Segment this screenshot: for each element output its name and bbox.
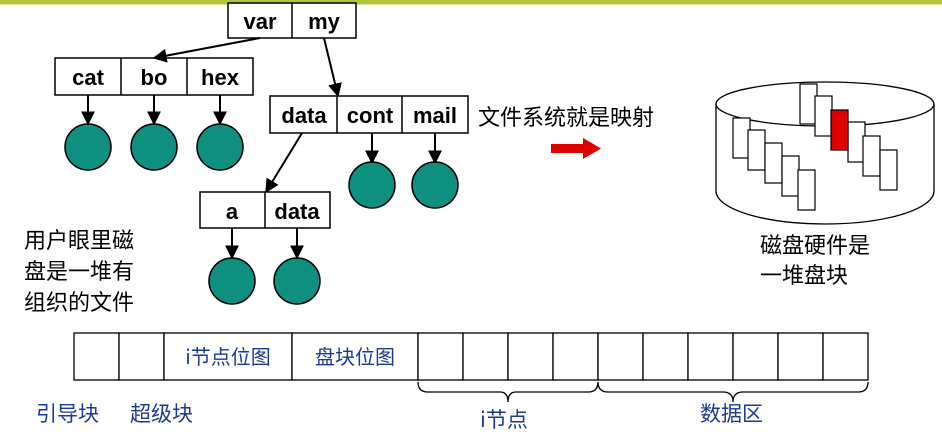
data-entry-data: data xyxy=(274,199,320,224)
mapping-caption: 文件系统就是映射 xyxy=(478,106,655,131)
file-circle-a xyxy=(208,257,256,305)
data-area-label: 数据区 xyxy=(700,402,763,426)
my-entry-data: data xyxy=(281,103,327,128)
tree-arrows xyxy=(81,37,442,260)
file-circle-cat xyxy=(64,123,112,171)
data-directory-node: a data xyxy=(199,191,331,229)
my-entry-mail: mail xyxy=(413,103,457,128)
inode-brace xyxy=(417,381,599,403)
super-block-label: 超级块 xyxy=(130,402,193,426)
data-area-brace xyxy=(597,381,869,403)
disk-cylinder-icon xyxy=(715,81,935,225)
disk-layout-strip: i节点位图 盘块位图 xyxy=(73,332,869,381)
inode-bitmap-label: i节点位图 xyxy=(185,345,271,369)
var-directory-node: cat bo hex xyxy=(54,57,254,96)
boot-block-label: 引导块 xyxy=(36,402,99,426)
strip-cell-boot xyxy=(73,332,120,381)
var-entry-hex: hex xyxy=(201,65,240,90)
file-circle-data xyxy=(273,257,321,305)
top-accent-bar xyxy=(0,0,942,4)
var-entry-cat: cat xyxy=(72,65,104,90)
user-view-caption-line-2: 盘是一堆有 xyxy=(24,260,135,285)
my-entry-cont: cont xyxy=(347,103,394,128)
user-view-caption-line-3: 组织的文件 xyxy=(24,291,135,316)
strip-cell-inode-bitmap xyxy=(163,332,293,381)
var-entry-bo: bo xyxy=(141,65,168,90)
root-entry-my: my xyxy=(308,9,341,34)
inode-area-label: i节点 xyxy=(480,408,528,432)
my-directory-node: data cont mail xyxy=(269,95,469,134)
strip-cell-super xyxy=(118,332,165,381)
file-circle-mail xyxy=(411,161,459,209)
user-view-caption-line-1: 用户眼里磁 xyxy=(24,229,135,254)
disk-caption-line-1: 磁盘硬件是 xyxy=(760,234,871,259)
strip-cell-block-bitmap xyxy=(291,332,419,381)
top-accent-line xyxy=(0,4,942,5)
file-circles xyxy=(64,123,459,305)
data-entry-a: a xyxy=(226,199,239,224)
disk-blocks xyxy=(732,83,898,211)
block-bitmap-label: 盘块位图 xyxy=(315,345,395,369)
root-entry-var: var xyxy=(243,9,276,34)
disk-caption-line-2: 一堆盘块 xyxy=(760,264,849,289)
highlighted-disk-block xyxy=(830,109,849,151)
file-circle-bo xyxy=(130,123,178,171)
file-circle-cont xyxy=(348,161,396,209)
root-directory-node: var my xyxy=(227,2,357,39)
file-circle-hex xyxy=(196,123,244,171)
mapping-arrow-icon xyxy=(551,138,601,159)
